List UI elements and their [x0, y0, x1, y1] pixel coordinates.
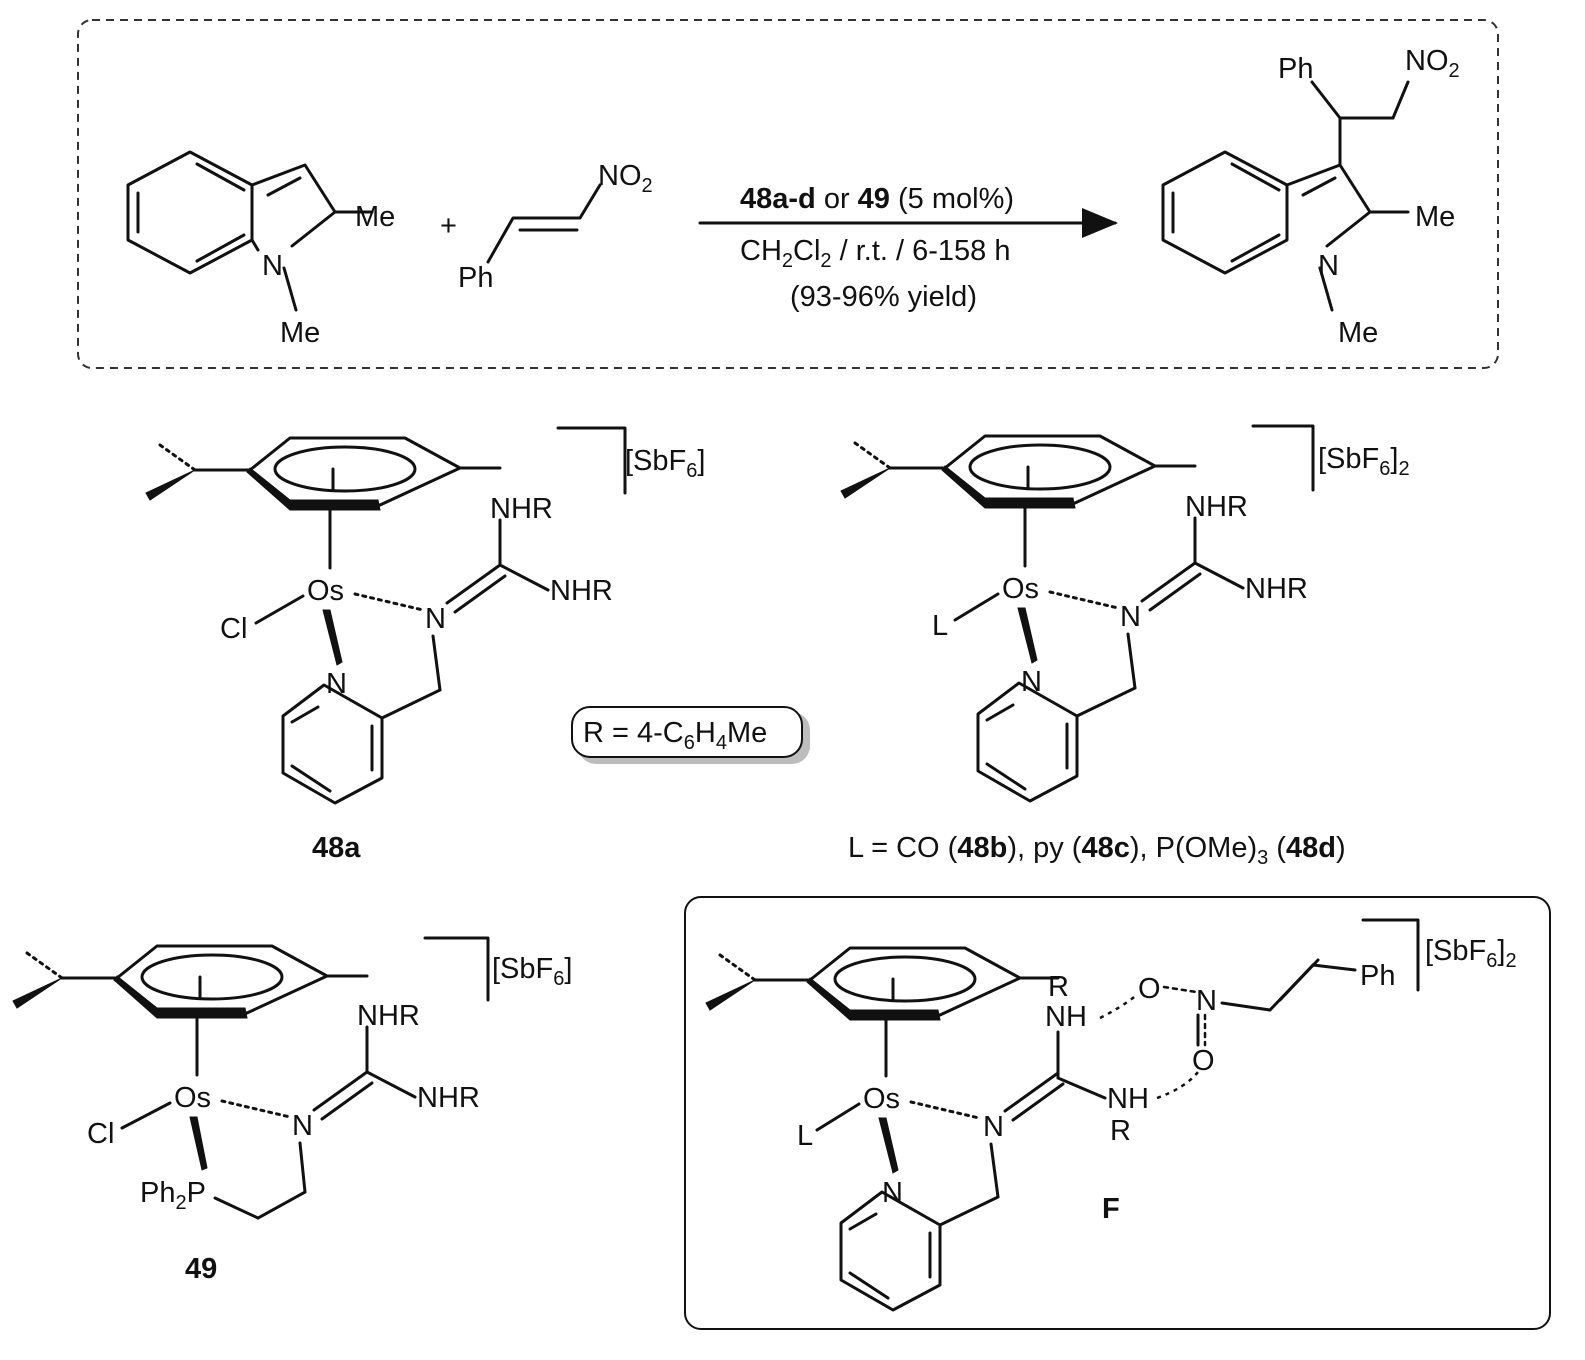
- r-bottom-label: R: [1110, 1115, 1131, 1147]
- counterion-label: [SbF6]2: [1318, 443, 1410, 480]
- complex-49: [SbF6] Os Cl N NHR NHR Ph2P 49: [12, 936, 572, 1285]
- chloride-label: Cl: [220, 613, 247, 645]
- methyl-label: Me: [355, 201, 395, 233]
- chloride-label: Cl: [87, 1118, 114, 1150]
- yield-conditions: (93-96% yield): [790, 281, 977, 313]
- compound-label: 48a: [312, 832, 361, 864]
- osmium-label: Os: [863, 1083, 900, 1115]
- imine-nitrogen-label: N: [292, 1110, 313, 1142]
- reactant-indole: Me N Me: [126, 150, 395, 349]
- counterion-label: [SbF6]: [625, 445, 705, 482]
- phenyl-label: Ph: [458, 262, 493, 294]
- nh-top-label: NH: [1045, 1001, 1087, 1033]
- pyridine-nitrogen-label: N: [326, 668, 347, 700]
- catalyst-conditions: 48a-d or 49 (5 mol%): [740, 183, 1014, 215]
- nhr-middle-label: NHR: [417, 1082, 480, 1114]
- counterion-label: [SbF6]2: [1425, 935, 1517, 972]
- pyridine-nitrogen-label: N: [1021, 666, 1042, 698]
- imine-nitrogen-label: N: [425, 603, 446, 635]
- product-methyl-label: Me: [1415, 201, 1455, 233]
- compound-label: 49: [185, 1253, 217, 1285]
- compound-label: F: [1102, 1193, 1120, 1225]
- nhr-top-label: NHR: [357, 1000, 420, 1032]
- ligand-l-label: L: [797, 1120, 813, 1152]
- product-nitrogen-label: N: [1318, 250, 1339, 282]
- counterion-label: [SbF6]: [492, 953, 572, 990]
- ligand-caption: L = CO (48b), py (48c), P(OMe)3 (48d): [848, 832, 1346, 869]
- oxygen-top-label: O: [1138, 973, 1161, 1005]
- nhr-middle-label: NHR: [550, 575, 613, 607]
- nhr-middle-label: NHR: [1245, 573, 1308, 605]
- osmium-label: Os: [307, 575, 344, 607]
- product-indole: Ph NO2 Me N Me: [1161, 45, 1460, 349]
- osmium-label: Os: [174, 1082, 211, 1114]
- intermediate-frame: [684, 896, 1551, 1330]
- product-nitro-label: NO2: [1405, 45, 1460, 82]
- r-definition: R = 4-C6H4Me: [571, 706, 810, 764]
- nitro-nitrogen-label: N: [1196, 985, 1217, 1017]
- nitro-label: NO2: [598, 160, 653, 197]
- nhr-top-label: NHR: [490, 493, 553, 525]
- n-methyl-label: Me: [280, 317, 320, 349]
- reaction-dashed-frame: [77, 19, 1499, 369]
- ligand-l-label: L: [932, 610, 948, 642]
- oxygen-bottom-label: O: [1192, 1045, 1215, 1077]
- nh-bottom-label: NH: [1107, 1083, 1149, 1115]
- complex-48a: [SbF6] Os Cl N NHR NHR N 48a: [145, 426, 705, 864]
- product-n-methyl-label: Me: [1338, 317, 1378, 349]
- imine-nitrogen-label: N: [1120, 601, 1141, 633]
- r-top-label: R: [1048, 971, 1069, 1003]
- reactant-nitrostyrene: NO2 Ph: [458, 160, 653, 294]
- complex-48bcd: [SbF6]2 Os L N NHR NHR N L = CO (48b), p…: [840, 424, 1410, 869]
- plus-sign: +: [440, 210, 457, 242]
- phenyl-label: Ph: [1360, 960, 1395, 992]
- product-phenyl-label: Ph: [1278, 53, 1313, 85]
- intermediate-F: [SbF6]2 R NH O N O Ph NH R Os L N N: [705, 918, 1517, 1312]
- nhr-top-label: NHR: [1185, 491, 1248, 523]
- r-definition-text: R = 4-C6H4Me: [583, 717, 767, 754]
- osmium-label: Os: [1002, 573, 1039, 605]
- indole-nitrogen-label: N: [262, 250, 283, 282]
- imine-nitrogen-label: N: [983, 1111, 1004, 1143]
- diphenylphosphine-label: Ph2P: [140, 1177, 206, 1214]
- solvent-conditions: CH2Cl2 / r.t. / 6-158 h: [740, 235, 1010, 272]
